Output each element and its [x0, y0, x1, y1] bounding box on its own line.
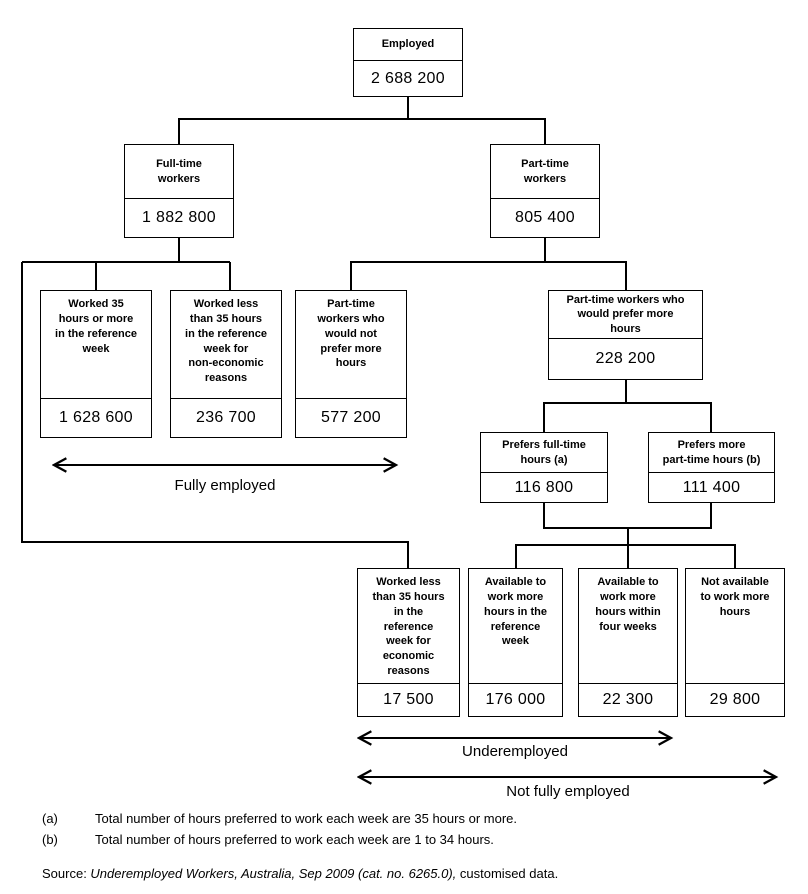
- footnote-a-marker: (a): [42, 811, 58, 826]
- node-worked-less-economic: Worked less than 35 hours in the referen…: [357, 568, 460, 717]
- node-parttime-not-prefer-more-value: 577 200: [321, 409, 381, 426]
- source-prefix: Source:: [42, 866, 91, 881]
- connector-prefer-more-split: [543, 380, 712, 433]
- node-worked-less-non-economic-value: 236 700: [196, 409, 256, 426]
- node-not-available-more-hours-label: Not available to work more hours: [686, 569, 784, 684]
- node-not-available-more-hours-value: 29 800: [709, 691, 761, 708]
- node-worked-less-economic-value: 17 500: [383, 691, 434, 708]
- footnote-b-marker: (b): [42, 832, 58, 847]
- source-citation: Underemployed Workers, Australia, Sep 20…: [90, 866, 457, 881]
- node-parttime-not-prefer-more-label: Part-time workers who would not prefer m…: [296, 291, 406, 399]
- node-parttime-not-prefer-more: Part-time workers who would not prefer m…: [295, 290, 407, 438]
- node-prefers-fulltime-hours: Prefers full-time hours (a) 116 800: [480, 432, 608, 503]
- node-worked-35-or-more-value: 1 628 600: [59, 409, 133, 426]
- span-label-not-fully-employed: Not fully employed: [506, 783, 630, 800]
- node-parttime-workers-label: Part-time workers: [491, 145, 599, 199]
- node-available-four-weeks-label: Available to work more hours within four…: [579, 569, 677, 684]
- node-prefers-more-parttime-hours-value: 111 400: [682, 478, 741, 496]
- node-available-four-weeks: Available to work more hours within four…: [578, 568, 678, 717]
- node-employed-value: 2 688 200: [371, 69, 445, 87]
- footnote-b-text: Total number of hours preferred to work …: [95, 832, 494, 847]
- node-parttime-workers-value: 805 400: [515, 209, 575, 226]
- node-prefers-more-parttime-hours-label: Prefers more part-time hours (b): [649, 433, 774, 473]
- node-fulltime-workers: Full-time workers 1 882 800: [124, 144, 234, 238]
- node-fulltime-workers-label: Full-time workers: [125, 145, 233, 199]
- node-available-reference-week: Available to work more hours in the refe…: [468, 568, 563, 717]
- node-parttime-prefer-more: Part-time workers who would prefer more …: [548, 290, 703, 380]
- node-available-reference-week-label: Available to work more hours in the refe…: [469, 569, 562, 684]
- connector-fulltime-split: [22, 238, 231, 291]
- span-label-fully-employed: Fully employed: [174, 477, 276, 494]
- source-line: Source: Underemployed Workers, Australia…: [42, 866, 558, 881]
- node-worked-less-non-economic-label: Worked less than 35 hours in the referen…: [171, 291, 281, 399]
- connector-parttime-split: [350, 238, 627, 291]
- node-parttime-prefer-more-value: 228 200: [595, 350, 656, 367]
- connector-fulltime-to-economic: [21, 262, 409, 569]
- node-worked-35-or-more: Worked 35 hours or more in the reference…: [40, 290, 152, 438]
- node-available-four-weeks-value: 22 300: [602, 691, 654, 708]
- node-not-available-more-hours: Not available to work more hours 29 800: [685, 568, 785, 717]
- node-employed-label: Employed: [354, 29, 462, 61]
- node-parttime-workers: Part-time workers 805 400: [490, 144, 600, 238]
- node-employed: Employed 2 688 200: [353, 28, 463, 97]
- source-suffix: customised data.: [456, 866, 559, 881]
- node-prefers-fulltime-hours-label: Prefers full-time hours (a): [481, 433, 607, 473]
- node-prefers-more-parttime-hours: Prefers more part-time hours (b) 111 400: [648, 432, 775, 503]
- connector-prefers-to-availability: [515, 503, 736, 569]
- footnote-a-text: Total number of hours preferred to work …: [95, 811, 517, 826]
- node-worked-less-economic-label: Worked less than 35 hours in the referen…: [358, 569, 459, 684]
- node-available-reference-week-value: 176 000: [485, 691, 546, 708]
- node-worked-less-non-economic: Worked less than 35 hours in the referen…: [170, 290, 282, 438]
- node-fulltime-workers-value: 1 882 800: [142, 209, 216, 226]
- node-prefers-fulltime-hours-value: 116 800: [514, 478, 574, 496]
- connector-employed-split: [178, 97, 546, 145]
- span-label-underemployed: Underemployed: [462, 743, 568, 760]
- node-parttime-prefer-more-label: Part-time workers who would prefer more …: [549, 291, 702, 339]
- node-worked-35-or-more-label: Worked 35 hours or more in the reference…: [41, 291, 151, 399]
